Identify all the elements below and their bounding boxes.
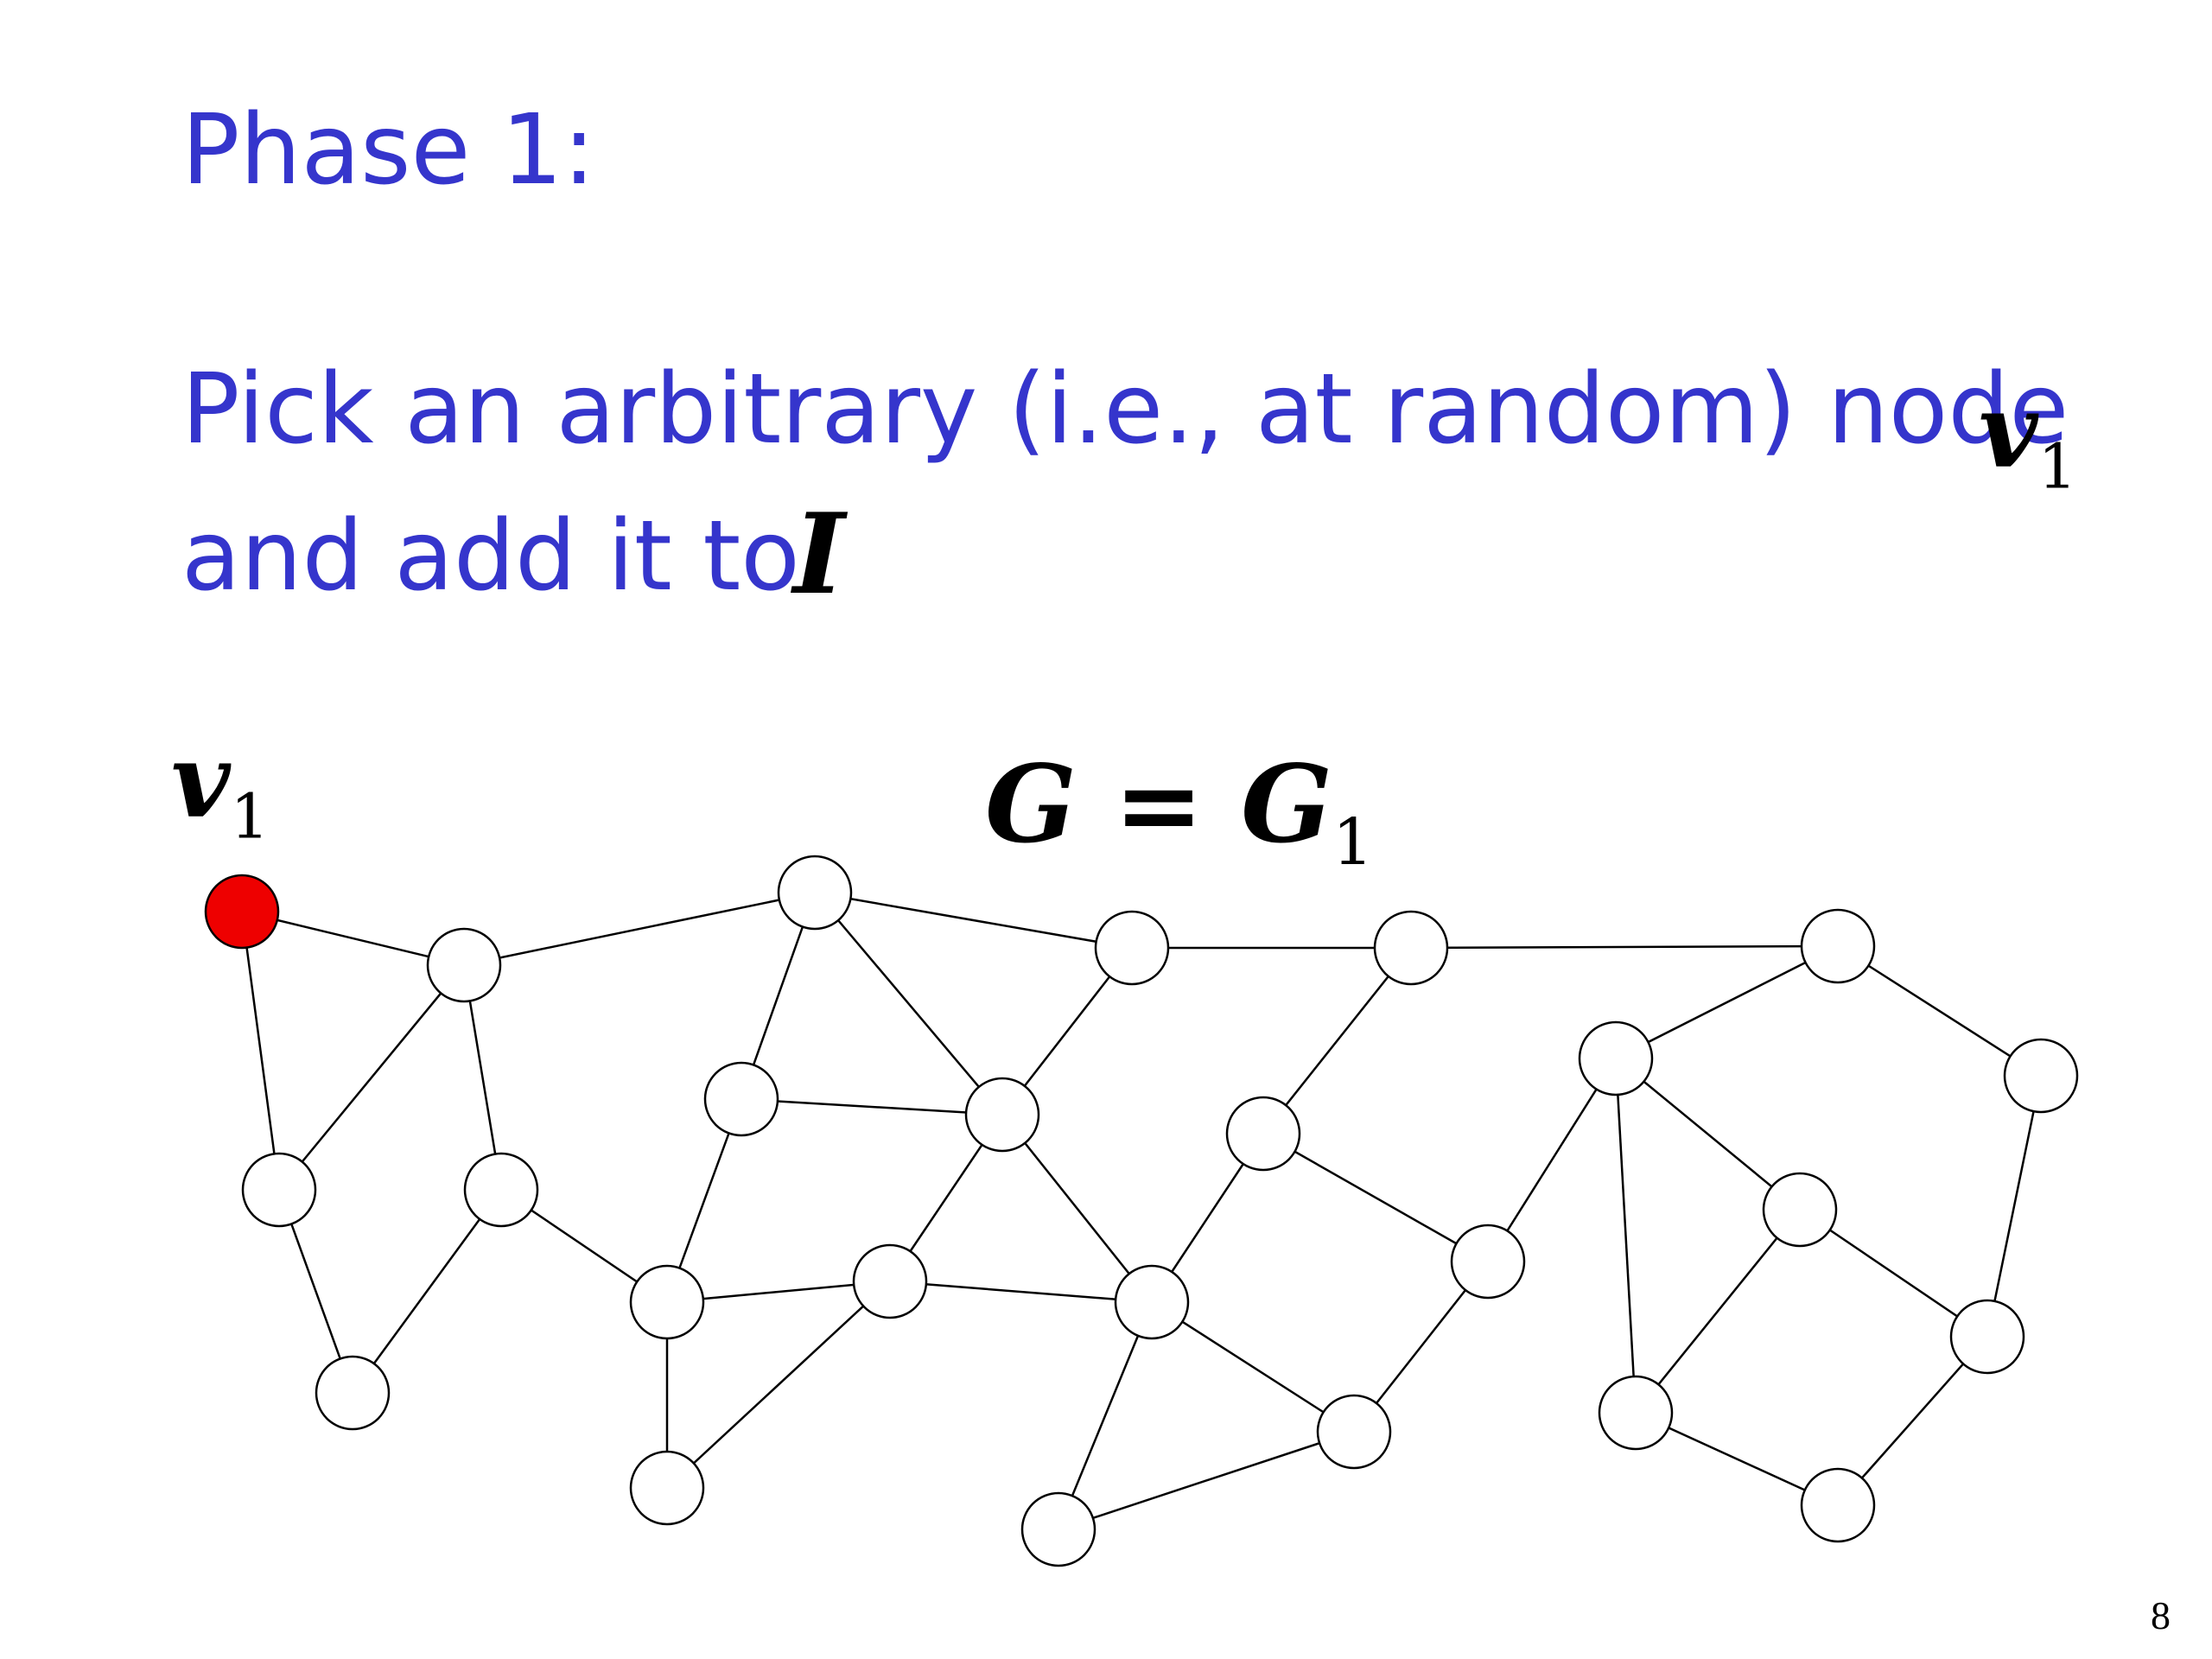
graph-edge-i-e: [741, 1097, 1003, 1116]
graph-edge-v1-a: [241, 910, 465, 967]
graph-node: [1373, 910, 1449, 986]
graph-node: [1225, 1096, 1301, 1172]
graph-edge-a-f: [278, 964, 465, 1191]
graph-node: [1800, 1467, 1876, 1543]
graph-node: [629, 1450, 705, 1526]
graph-edge-b-e: [814, 892, 1003, 1116]
graph-edge-v1-f: [240, 911, 281, 1191]
math-v1-inline: v1: [1979, 371, 2077, 503]
graph-node: [1450, 1224, 1526, 1300]
math-v1-node-label: v1: [171, 721, 270, 853]
graph-node: [703, 1061, 779, 1137]
graph-node: [852, 1243, 928, 1319]
math-set-I: I: [793, 490, 845, 620]
graph-edge-o-p: [1615, 944, 1839, 1060]
graph-edge-d-o: [1410, 944, 1839, 950]
graph-node: [2003, 1038, 2079, 1114]
graph-node: [241, 1152, 317, 1228]
math-g-equals-g1: G = G1: [985, 742, 1374, 880]
graph-node: [1578, 1020, 1654, 1096]
graph-edge-j-m: [666, 1281, 891, 1489]
graph-node: [1020, 1491, 1096, 1567]
graph-edge-l-s: [1057, 1301, 1154, 1530]
graph-node: [1949, 1299, 2025, 1375]
graph-edge-m-l: [889, 1280, 1153, 1304]
graph-edge-t-n: [1262, 1132, 1489, 1263]
graph-edge-v-x: [1837, 1336, 1988, 1506]
graph-node: [426, 927, 502, 1003]
graph-edge-r-s: [1058, 1430, 1355, 1531]
graph-edge-b-c: [814, 891, 1133, 950]
graph-edge-o-q: [1837, 944, 2042, 1077]
graph-edge-p-n: [1486, 1058, 1618, 1262]
graph-node: [315, 1355, 391, 1431]
graph-edge-a-b: [463, 891, 816, 967]
graph-edge-q-v: [1986, 1075, 2043, 1338]
graph-node: [1316, 1394, 1392, 1470]
graph-node: [1598, 1375, 1674, 1451]
graph-edge-w-u: [1635, 1209, 1801, 1414]
graph-node: [629, 1264, 705, 1340]
graph-node-v1-selected: [204, 874, 280, 950]
graph-nodes: [204, 855, 2079, 1567]
graph-edge-g-h: [351, 1189, 503, 1394]
body-line-2: and add it to: [181, 500, 800, 613]
graph-node: [964, 1077, 1040, 1153]
graph-edge-e-l: [1001, 1114, 1153, 1303]
graph-node: [1114, 1264, 1190, 1340]
graph-edge-v-w: [1799, 1208, 1988, 1338]
graph-node: [1762, 1172, 1838, 1248]
page-number: 8: [2151, 1593, 2171, 1637]
graph-edge-p-u: [1614, 1058, 1637, 1414]
slide-title: Phase 1:: [181, 94, 596, 207]
graph-edge-a-g: [462, 964, 503, 1191]
graph-edge-d-t: [1262, 947, 1412, 1135]
graph-edge-p-w: [1615, 1058, 1801, 1211]
graph-node: [1094, 910, 1170, 986]
graph-node: [1800, 908, 1876, 984]
graph-node: [777, 855, 853, 931]
body-line-1: Pick an arbitrary (i.e., at random) node: [181, 353, 2069, 466]
graph-edge-l-r: [1151, 1300, 1355, 1433]
graph-node: [463, 1152, 539, 1228]
